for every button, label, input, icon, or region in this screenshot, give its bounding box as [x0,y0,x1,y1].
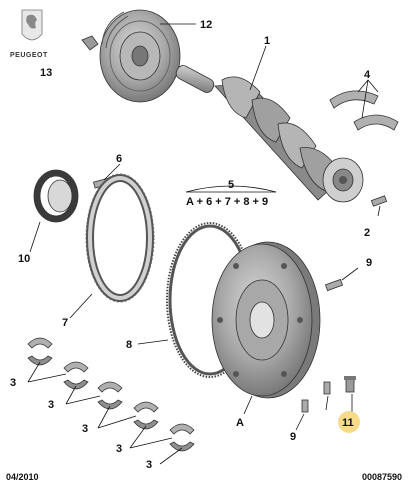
oil-seal [33,169,79,223]
callout-8: 8 [126,339,132,351]
flywheel [211,241,321,399]
callout-9: 9 [290,431,296,443]
target-ring [85,173,155,303]
callout-11-highlight [338,411,360,433]
crankshaft [175,65,364,203]
pulley-bolt [81,35,99,51]
callout-7: 7 [62,317,68,329]
flywheel-bolt [344,376,356,393]
crankshaft-pulley [99,9,181,103]
callout-3: 3 [10,377,16,389]
callout-A: A [236,417,244,429]
footer-date: 04/2010 [6,472,39,482]
callout-12: 12 [200,19,212,31]
crankshaft-bolt [370,195,388,207]
callout-3: 3 [146,459,152,471]
callout-3: 3 [116,443,122,455]
callout-9: 9 [366,257,372,269]
group-members: A + 6 + 7 + 8 + 9 [186,196,268,208]
callout-5: 5 [228,179,234,191]
flywheel-dowel [301,399,309,413]
callout-6: 6 [116,153,122,165]
brand-name: PEUGEOT [10,52,48,59]
callout-3: 3 [82,423,88,435]
flywheel-dowel [323,381,331,395]
flywheel-dowel [324,278,344,292]
callout-3: 3 [48,399,54,411]
callout-13: 13 [40,67,52,79]
callout-4: 4 [364,69,371,81]
leader-lines [27,23,381,465]
footer-ref: 00087590 [361,472,402,482]
peugeot-logo-icon [21,9,43,41]
callout-1: 1 [264,35,270,47]
callout-10: 10 [18,253,30,265]
bearing-shells [27,337,195,452]
thrust-washers [329,90,399,131]
callout-2: 2 [364,227,370,239]
callout-11: 11 [342,417,354,429]
